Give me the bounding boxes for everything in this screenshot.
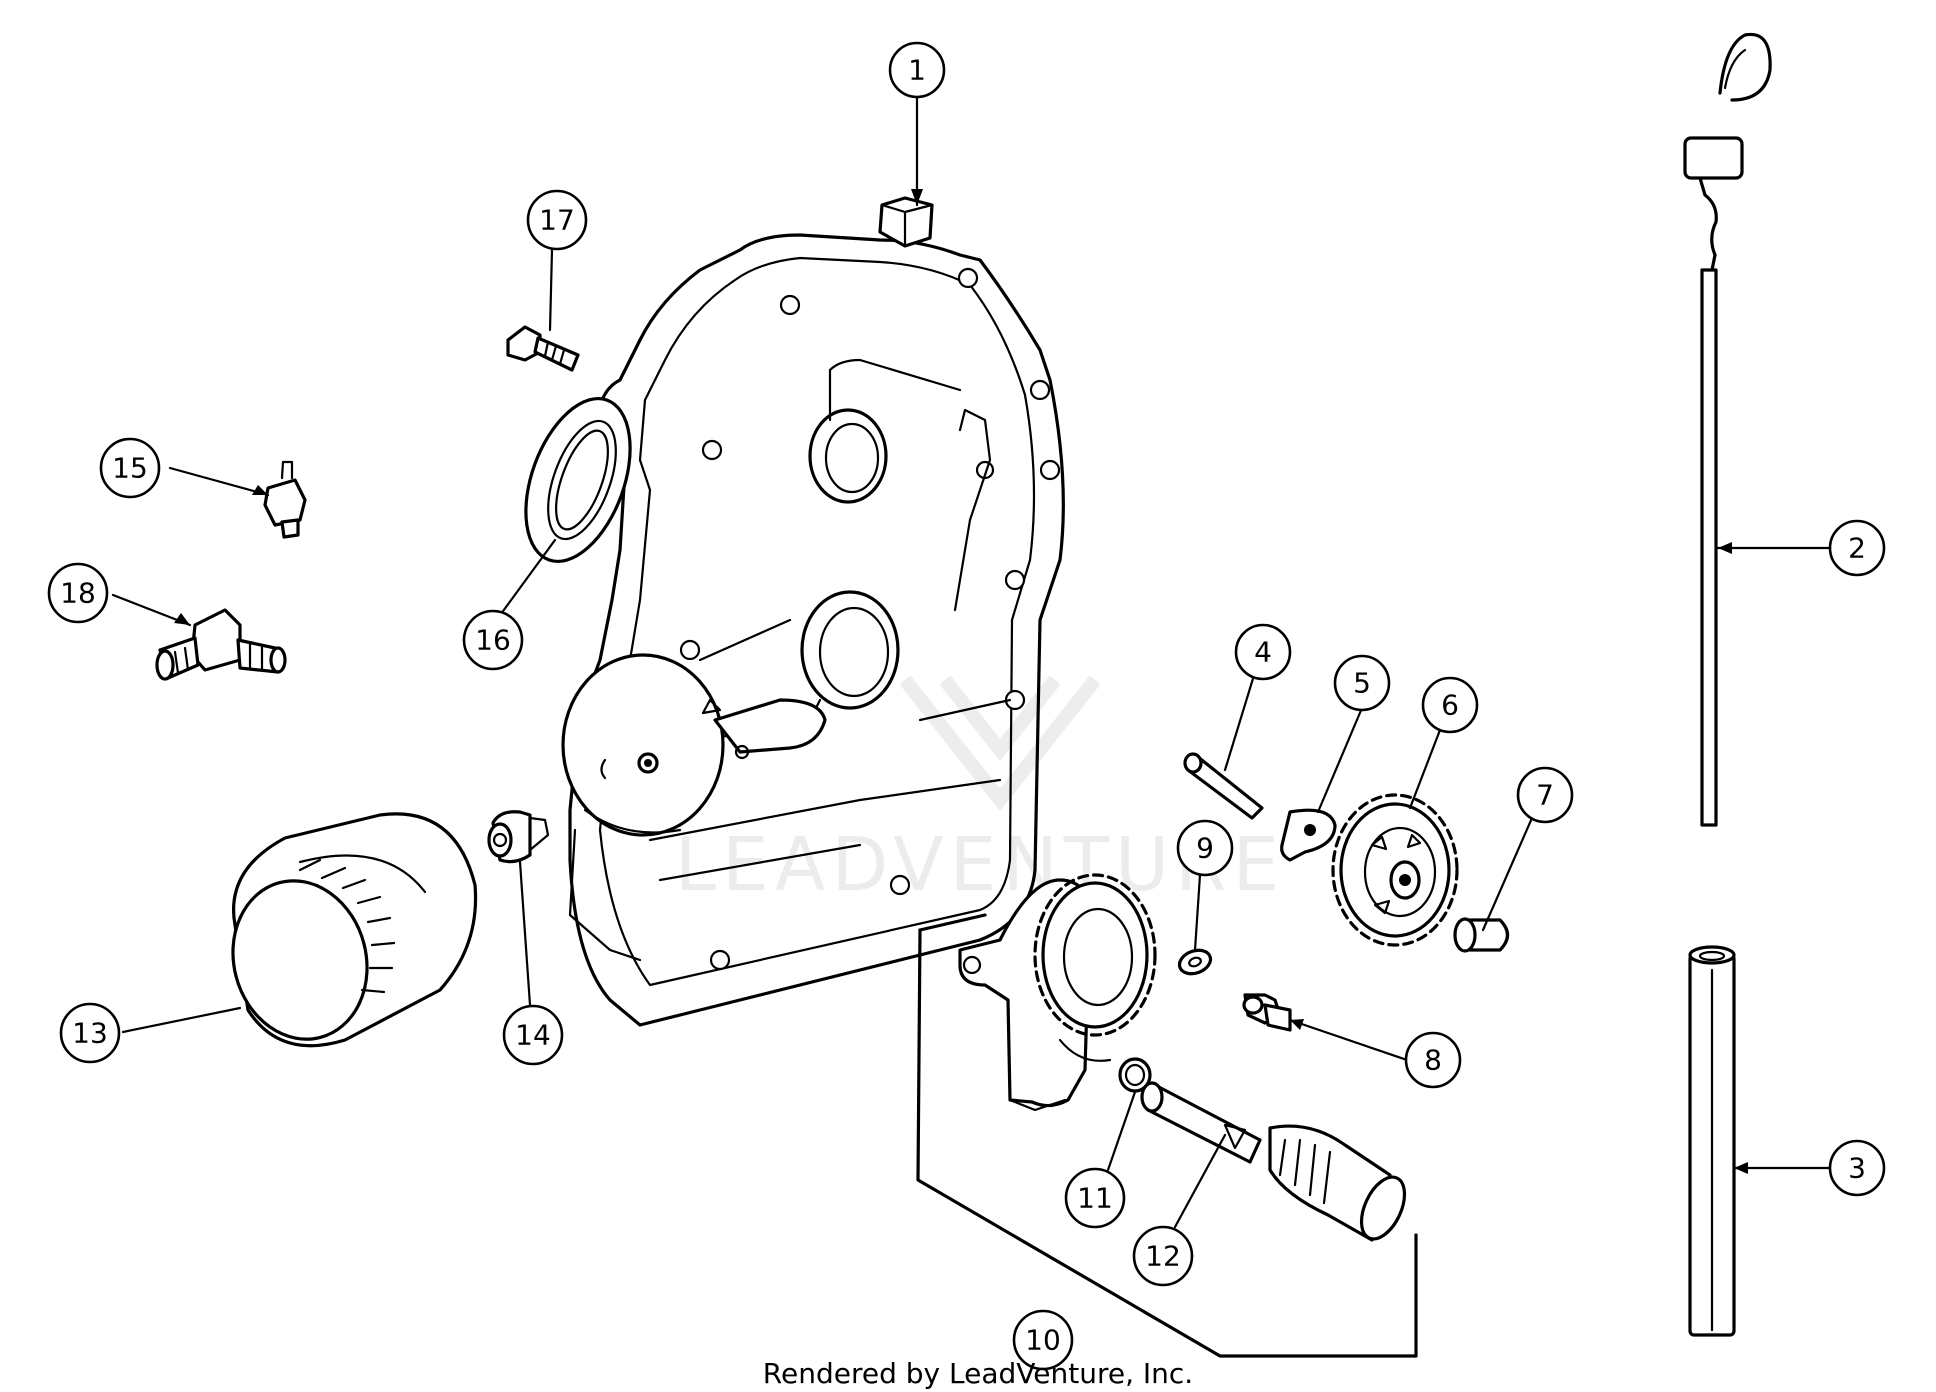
fitting-8 xyxy=(1242,993,1292,1032)
callout-18: 18 xyxy=(47,562,109,624)
watermark: LEADVENTURE xyxy=(675,675,1286,908)
leader-lines xyxy=(111,95,1832,1229)
callout-3: 3 xyxy=(1828,1139,1886,1197)
oil-seal xyxy=(524,396,632,564)
callout-6: 6 xyxy=(1421,676,1479,734)
svg-text:15: 15 xyxy=(112,452,148,485)
callout-5: 5 xyxy=(1333,654,1391,712)
footer-credit: Rendered by LeadVenture, Inc. xyxy=(763,1357,1193,1390)
callout-7: 7 xyxy=(1516,766,1574,824)
callout-10: 10 xyxy=(1012,1309,1074,1371)
watermark-text: LEADVENTURE xyxy=(675,822,1286,908)
svg-text:18: 18 xyxy=(60,577,96,610)
callout-17: 17 xyxy=(526,189,588,251)
bolt-17 xyxy=(506,325,580,372)
svg-text:11: 11 xyxy=(1077,1182,1113,1215)
callout-12: 12 xyxy=(1132,1225,1194,1287)
callout-4: 4 xyxy=(1234,623,1292,681)
drain-plug xyxy=(487,810,550,864)
callout-9: 9 xyxy=(1176,819,1234,877)
dipstick-tube xyxy=(1688,945,1736,1337)
svg-text:13: 13 xyxy=(72,1017,108,1050)
gear-shaft-pin xyxy=(1183,752,1264,820)
svg-text:14: 14 xyxy=(515,1019,551,1052)
svg-text:3: 3 xyxy=(1848,1152,1866,1185)
svg-text:4: 4 xyxy=(1254,636,1272,669)
callout-15: 15 xyxy=(99,437,161,499)
svg-text:12: 12 xyxy=(1145,1240,1181,1273)
svg-text:5: 5 xyxy=(1353,667,1371,700)
washer-9 xyxy=(1177,948,1213,976)
oil-pressure-switch xyxy=(263,460,307,539)
svg-text:16: 16 xyxy=(475,624,511,657)
oil-filter xyxy=(231,812,478,1048)
plug-7 xyxy=(1453,917,1510,953)
svg-text:1: 1 xyxy=(908,54,926,87)
callout-8: 8 xyxy=(1404,1031,1462,1089)
gear-case-cover xyxy=(561,196,1065,1027)
tee-fitting xyxy=(155,608,287,681)
callout-14: 14 xyxy=(502,1004,564,1066)
oil-pickup-screen xyxy=(1140,1081,1407,1242)
callout-11: 11 xyxy=(1064,1167,1126,1229)
svg-text:6: 6 xyxy=(1441,689,1459,722)
dipstick xyxy=(1683,32,1772,827)
svg-text:9: 9 xyxy=(1196,832,1214,865)
callout-13: 13 xyxy=(59,1002,121,1064)
washer-5 xyxy=(1280,808,1337,862)
svg-text:7: 7 xyxy=(1536,779,1554,812)
svg-text:8: 8 xyxy=(1424,1044,1442,1077)
o-ring-11 xyxy=(1118,1057,1152,1093)
svg-text:17: 17 xyxy=(539,204,575,237)
callouts: 1 2 3 4 5 6 7 8 9 10 11 12 13 14 15 16 1… xyxy=(47,41,1886,1371)
svg-text:10: 10 xyxy=(1025,1324,1061,1357)
callout-1: 1 xyxy=(888,41,946,99)
svg-text:2: 2 xyxy=(1848,532,1866,565)
callout-16: 16 xyxy=(462,609,524,671)
gear-6 xyxy=(1331,793,1459,947)
callout-2: 2 xyxy=(1828,519,1886,577)
oil-pump-assembly xyxy=(916,873,1418,1358)
